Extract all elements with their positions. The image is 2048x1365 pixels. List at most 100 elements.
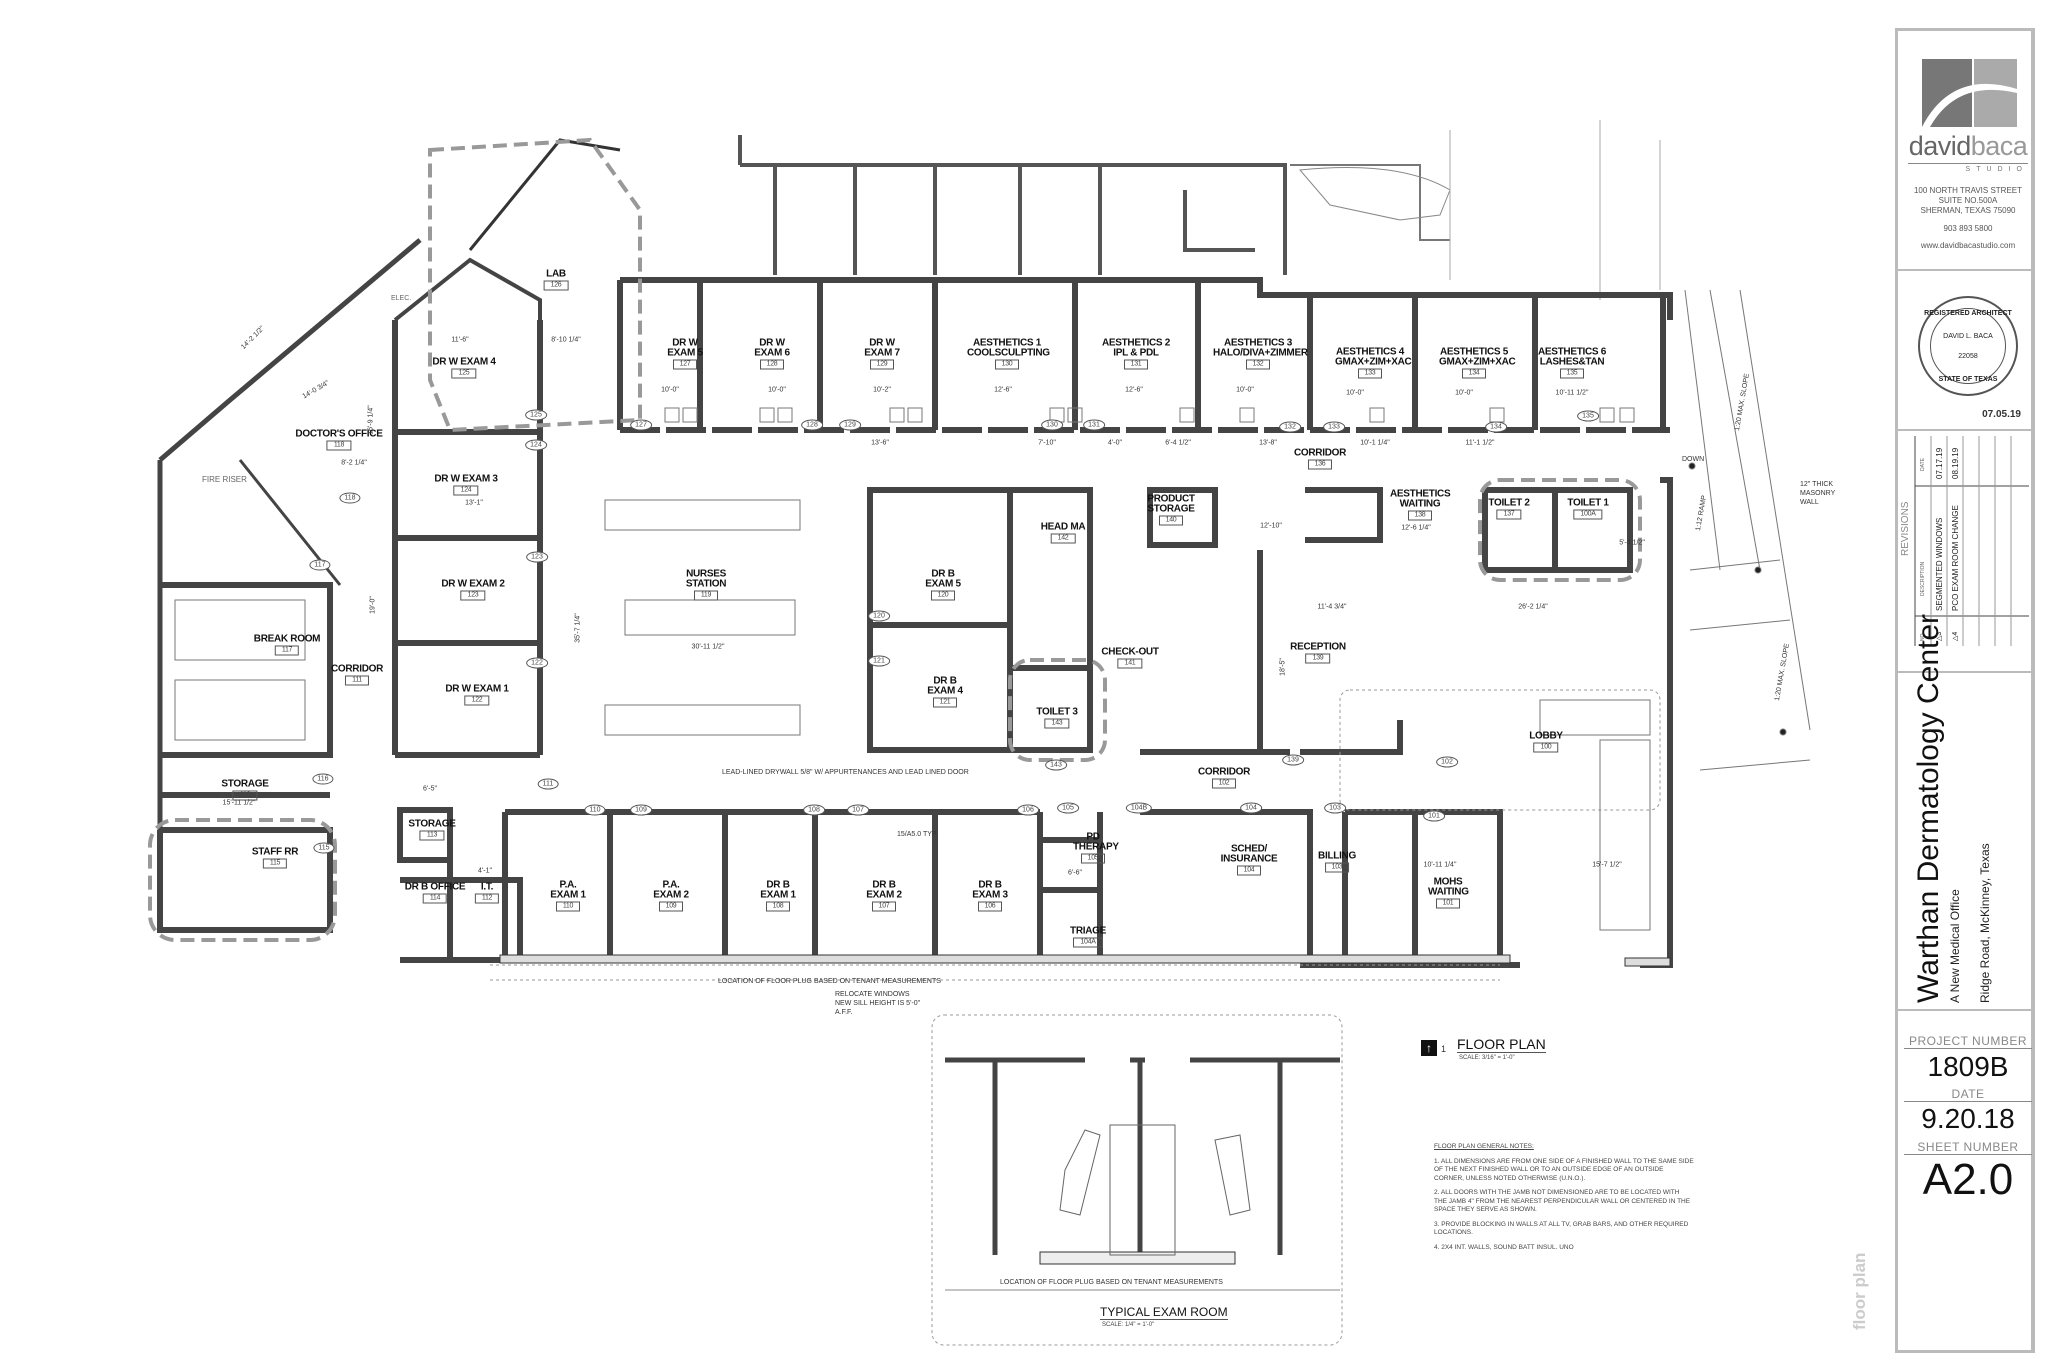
door-tag-120: 120 xyxy=(868,610,890,622)
detail-floor-plug-note: LOCATION OF FLOOR PLUG BASED ON TENANT M… xyxy=(1000,1279,1223,1286)
dimension: 11'-6" xyxy=(451,336,469,344)
revisions-header-description: DESCRIPTION xyxy=(1920,561,1926,596)
door-tag-121: 121 xyxy=(868,655,890,667)
dimension: 30'-11 1/2" xyxy=(691,643,725,651)
lead-lined-note: LEAD-LINED DRYWALL 5/8" W/ APPURTENANCES… xyxy=(722,769,969,776)
dimension: 7'-10" xyxy=(1038,439,1056,447)
general-note-4: 4. 2X4 INT. WALLS, SOUND BATT INSUL. UNO xyxy=(1434,1243,1574,1251)
door-tag-115: 115 xyxy=(313,842,335,854)
project-subtitle: A New Medical Office xyxy=(1948,889,1962,1003)
floor-plan-number: 1 xyxy=(1441,1044,1447,1054)
sheet-name-label: floor plan xyxy=(1850,1252,1869,1330)
masonry-wall-note: 12" THICK MASONRY WALL xyxy=(1800,481,1836,506)
dimension: 13'-1" xyxy=(465,499,483,507)
dimension: 12'-6 1/4" xyxy=(1401,524,1431,532)
typical-exam-room-title: TYPICAL EXAM ROOM xyxy=(1100,1305,1228,1320)
dimension: 35'-7 1/4" xyxy=(574,613,582,643)
dimension: 19'-0" xyxy=(369,596,377,614)
firm-address: 100 NORTH TRAVIS STREET SUITE NO.500A SH… xyxy=(1913,186,2023,215)
typ-note: 15/A5.0 TYP. xyxy=(897,831,938,838)
door-tag-133: 133 xyxy=(1323,421,1345,433)
door-tag-128: 128 xyxy=(801,419,823,431)
project-date: 9.20.18 xyxy=(1921,1103,2015,1134)
door-tag-108: 108 xyxy=(803,804,825,816)
door-tag-134: 134 xyxy=(1485,421,1507,433)
door-tag-122: 122 xyxy=(526,657,548,669)
revision-3-description: SEGMENTED WINDOWS xyxy=(1935,517,1944,611)
door-tag-116: 116 xyxy=(312,773,334,785)
firm-section: davidbaca STUDIO 100 NORTH TRAVIS STREET… xyxy=(1898,31,2031,271)
dimension: 16'-9 1/4" xyxy=(367,405,375,435)
elec-label: ELEC. xyxy=(391,295,412,302)
dimension: 10'-11 1/4" xyxy=(1423,861,1457,869)
door-tag-104b: 104B xyxy=(1125,802,1153,814)
dimension: 12'-6" xyxy=(994,386,1012,394)
door-tag-125: 125 xyxy=(525,409,547,421)
dimension: 11'-4 3/4" xyxy=(1317,603,1347,611)
general-notes-title: FLOOR PLAN GENERAL NOTES: xyxy=(1434,1143,1534,1150)
seal-section: REGISTERED ARCHITECT DAVID L. BACA 22058… xyxy=(1898,271,2031,431)
door-tag-105: 105 xyxy=(1057,802,1079,814)
floor-plug-note: LOCATION OF FLOOR PLUG BASED ON TENANT M… xyxy=(718,978,941,985)
door-tag-103: 103 xyxy=(1324,802,1346,814)
floor-plan-title: FLOOR PLAN xyxy=(1457,1036,1546,1053)
revisions-grid xyxy=(1914,436,2029,646)
revision-3-date: 07.17.19 xyxy=(1935,447,1944,479)
dimension: 10'-2" xyxy=(873,386,891,394)
firm-website[interactable]: www.davidbacastudio.com xyxy=(1920,241,2016,250)
down-label: DOWN xyxy=(1682,456,1705,463)
firm-phone: 903 893 5800 xyxy=(1943,224,1993,233)
door-tag-110: 110 xyxy=(584,804,606,816)
dimension: 12'-10" xyxy=(1260,522,1282,530)
dimension: 6'-5" xyxy=(423,785,437,793)
door-tag-143: 143 xyxy=(1045,759,1067,771)
general-notes: FLOOR PLAN GENERAL NOTES: 1. ALL DIMENSI… xyxy=(1434,1143,1694,1258)
door-tag-102: 102 xyxy=(1436,756,1458,768)
general-note-1: 1. ALL DIMENSIONS ARE FROM ONE SIDE OF A… xyxy=(1434,1157,1694,1182)
door-tag-101: 101 xyxy=(1423,810,1445,822)
door-tag-135: 135 xyxy=(1577,410,1599,422)
dimension: 10'-0" xyxy=(768,386,786,394)
door-tag-107: 107 xyxy=(847,804,869,816)
project-number-label: PROJECT NUMBER xyxy=(1904,1034,2032,1049)
project-section: Warthan Dermatology Center A New Medical… xyxy=(1898,614,2031,1011)
door-tag-131: 131 xyxy=(1083,419,1105,431)
door-tag-106: 106 xyxy=(1017,804,1039,816)
door-tag-132: 132 xyxy=(1279,421,1301,433)
dimension: 11'-1 1/2" xyxy=(1465,439,1495,447)
firm-name: davidbaca xyxy=(1908,131,2028,161)
revisions-header-date: DATE xyxy=(1920,458,1926,471)
project-number: 1809B xyxy=(1927,1051,2009,1082)
dimension: 13'-6" xyxy=(871,439,889,447)
title-block: davidbaca STUDIO 100 NORTH TRAVIS STREET… xyxy=(1895,28,2035,1353)
